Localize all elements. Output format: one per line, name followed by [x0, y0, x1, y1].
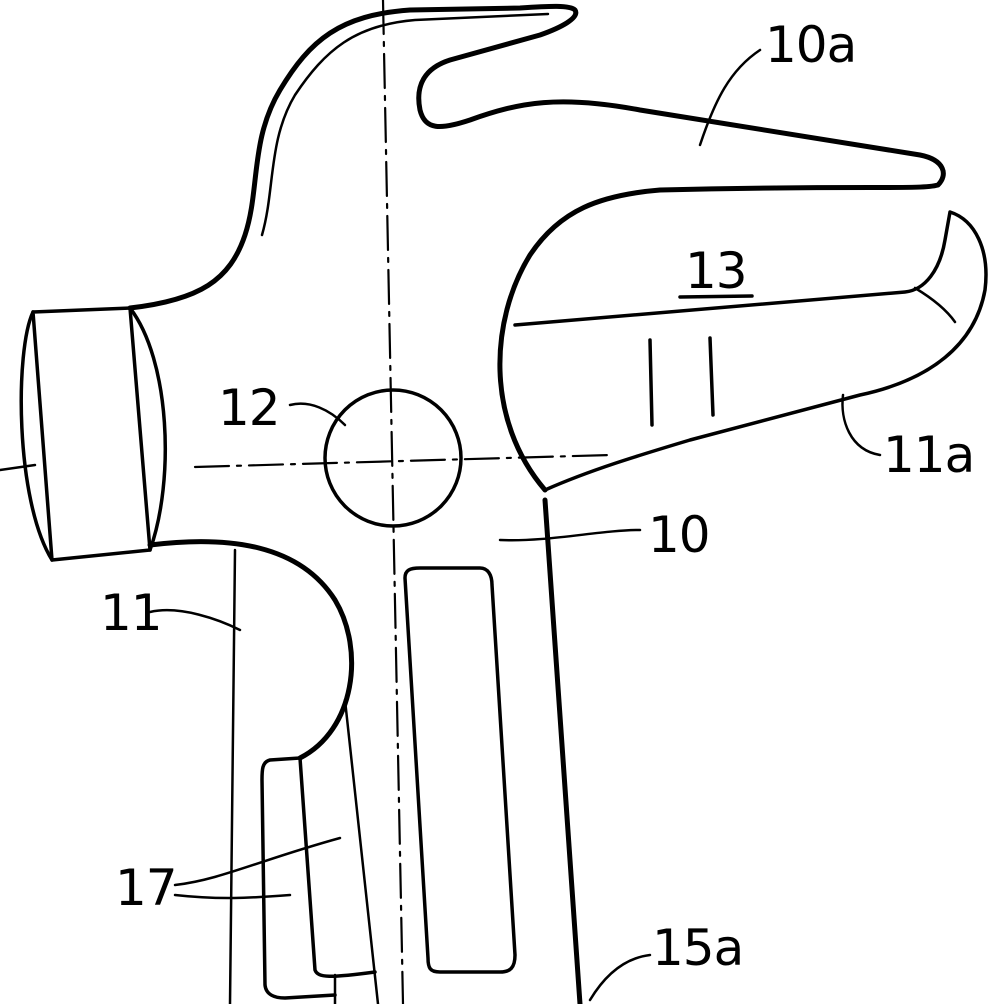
label-11a: 11a [883, 426, 974, 484]
slot-17-inner [298, 756, 377, 979]
underline-13 [678, 294, 754, 299]
arm-11-right-edge [343, 698, 380, 1004]
label-13: 13 [685, 242, 747, 300]
slot-17 [260, 756, 337, 1000]
claw-inner-line [260, 12, 550, 237]
jaw-11a-outline [513, 210, 988, 492]
body-outline [127, 3, 946, 493]
vertical-center-line [381, 0, 405, 1004]
leader-11 [148, 608, 242, 632]
body-right-edge [542, 497, 583, 1004]
jaw-mark-1 [648, 338, 654, 427]
cylinder-shaft [0, 463, 37, 472]
label-17: 17 [115, 859, 177, 917]
leader-17-a [173, 836, 342, 887]
leader-10 [498, 528, 642, 542]
cylinder-end-arc [128, 306, 168, 552]
label-12: 12 [218, 379, 280, 437]
leader-10a [698, 48, 762, 147]
pivot-circle [323, 388, 463, 528]
arm-11-outline [147, 539, 354, 761]
label-10: 10 [648, 506, 710, 564]
body-slot [403, 566, 517, 974]
cylinder-end-cap [19, 310, 54, 562]
label-15a: 15a [652, 919, 743, 977]
cylinder-body [31, 306, 152, 562]
leader-12 [288, 402, 347, 427]
jaw-mark-2 [708, 336, 715, 417]
leader-15a [588, 953, 652, 1002]
horizontal-center-line [193, 453, 612, 469]
label-11: 11 [100, 584, 162, 642]
arm-11-left-edge [228, 548, 237, 1004]
jaw-tip-line [913, 286, 957, 324]
leader-17-b [173, 893, 292, 900]
label-10a: 10a [765, 16, 856, 74]
leader-11a [841, 393, 882, 457]
